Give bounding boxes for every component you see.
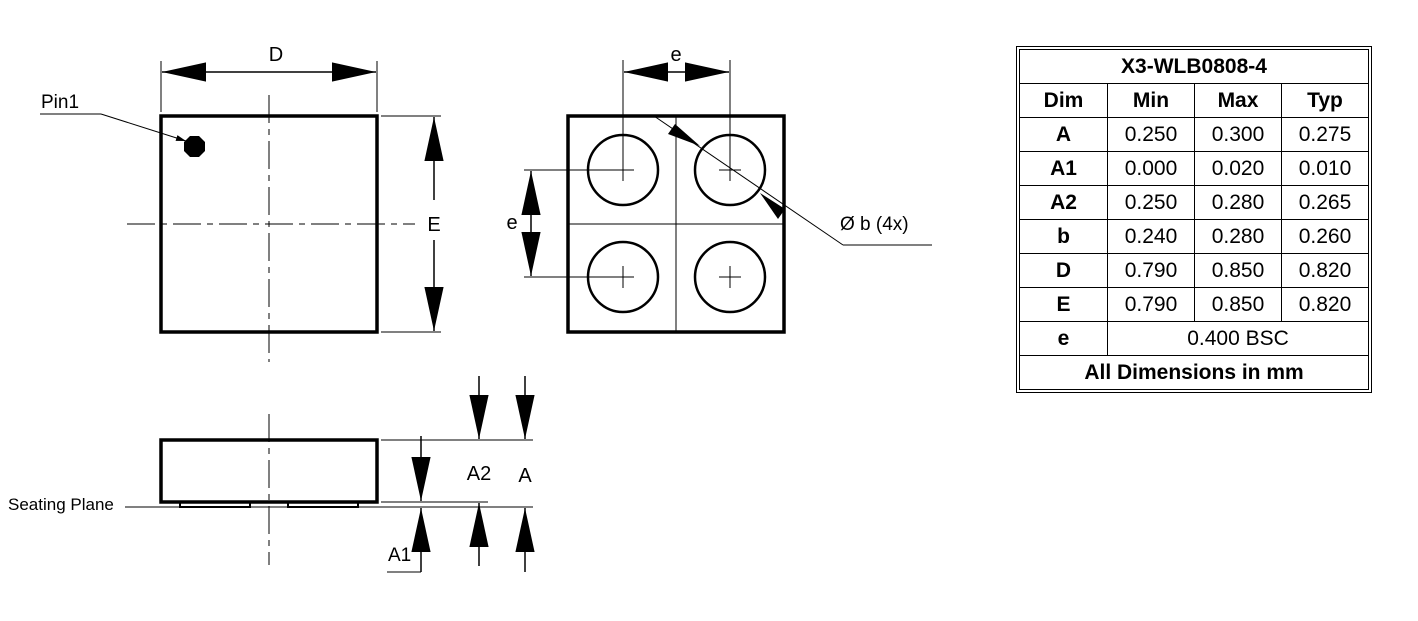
- table-footer-row: All Dimensions in mm: [1019, 355, 1369, 390]
- table-row: b 0.240 0.280 0.260: [1019, 219, 1369, 254]
- row-typ: 0.275: [1281, 117, 1369, 152]
- row-typ: 0.820: [1281, 253, 1369, 288]
- pitch-value: 0.400 BSC: [1107, 321, 1369, 356]
- pin1-marker: [184, 136, 205, 157]
- table-row: A2 0.250 0.280 0.265: [1019, 185, 1369, 220]
- table-row: D 0.790 0.850 0.820: [1019, 253, 1369, 288]
- row-min: 0.240: [1107, 219, 1195, 254]
- row-min: 0.250: [1107, 185, 1195, 220]
- units-note: All Dimensions in mm: [1019, 355, 1369, 390]
- row-min: 0.250: [1107, 117, 1195, 152]
- pitch-label-top: e: [670, 44, 681, 66]
- bump-right: [287, 501, 359, 508]
- table-row: E 0.790 0.850 0.820: [1019, 287, 1369, 322]
- pin1-label: Pin1: [41, 92, 79, 113]
- row-dim: D: [1019, 253, 1108, 288]
- d-label: D: [269, 44, 283, 66]
- a-label: A: [518, 465, 532, 487]
- dimension-table: X3-WLB0808-4 Dim Min Max Typ A 0.250 0.3…: [1016, 46, 1372, 393]
- table-title: X3-WLB0808-4: [1019, 49, 1369, 84]
- row-max: 0.020: [1194, 151, 1282, 186]
- table-title-row: X3-WLB0808-4: [1019, 49, 1369, 84]
- table-row: A 0.250 0.300 0.275: [1019, 117, 1369, 152]
- ball-diameter-arrow-upper: [668, 124, 700, 146]
- table-row-pitch: e 0.400 BSC: [1019, 321, 1369, 356]
- row-max: 0.280: [1194, 185, 1282, 220]
- row-typ: 0.010: [1281, 151, 1369, 186]
- solder-ball-4: [693, 240, 767, 314]
- table-header-row: Dim Min Max Typ: [1019, 83, 1369, 118]
- header-dim: Dim: [1019, 83, 1108, 118]
- pitch-label-left: e: [506, 212, 517, 234]
- pin1-leader: [100, 113, 187, 142]
- row-max: 0.300: [1194, 117, 1282, 152]
- ball-diameter-arrow-lower: [760, 193, 785, 219]
- table-row: A1 0.000 0.020 0.010: [1019, 151, 1369, 186]
- package-body-side: [159, 438, 379, 504]
- e-label: E: [427, 214, 440, 236]
- row-dim: A: [1019, 117, 1108, 152]
- row-typ: 0.820: [1281, 287, 1369, 322]
- bottom-view: e e Ø b (4x): [506, 44, 932, 334]
- row-typ: 0.260: [1281, 219, 1369, 254]
- row-typ: 0.265: [1281, 185, 1369, 220]
- seating-plane-label: Seating Plane: [8, 495, 114, 514]
- bump-left: [179, 501, 251, 508]
- row-min: 0.790: [1107, 287, 1195, 322]
- header-min: Min: [1107, 83, 1195, 118]
- row-max: 0.850: [1194, 287, 1282, 322]
- row-max: 0.280: [1194, 219, 1282, 254]
- row-dim: A1: [1019, 151, 1108, 186]
- a1-label: A1: [388, 545, 411, 566]
- row-min: 0.000: [1107, 151, 1195, 186]
- ball-diameter-label: Ø b (4x): [840, 214, 909, 235]
- row-dim: A2: [1019, 185, 1108, 220]
- a2-label: A2: [467, 463, 491, 485]
- header-typ: Typ: [1281, 83, 1369, 118]
- top-view: Pin1 D E: [40, 44, 444, 362]
- side-view: Seating Plane A1 A2 A: [8, 376, 535, 573]
- row-dim: E: [1019, 287, 1108, 322]
- header-max: Max: [1194, 83, 1282, 118]
- row-dim: b: [1019, 219, 1108, 254]
- row-dim: e: [1019, 321, 1108, 356]
- row-max: 0.850: [1194, 253, 1282, 288]
- row-min: 0.790: [1107, 253, 1195, 288]
